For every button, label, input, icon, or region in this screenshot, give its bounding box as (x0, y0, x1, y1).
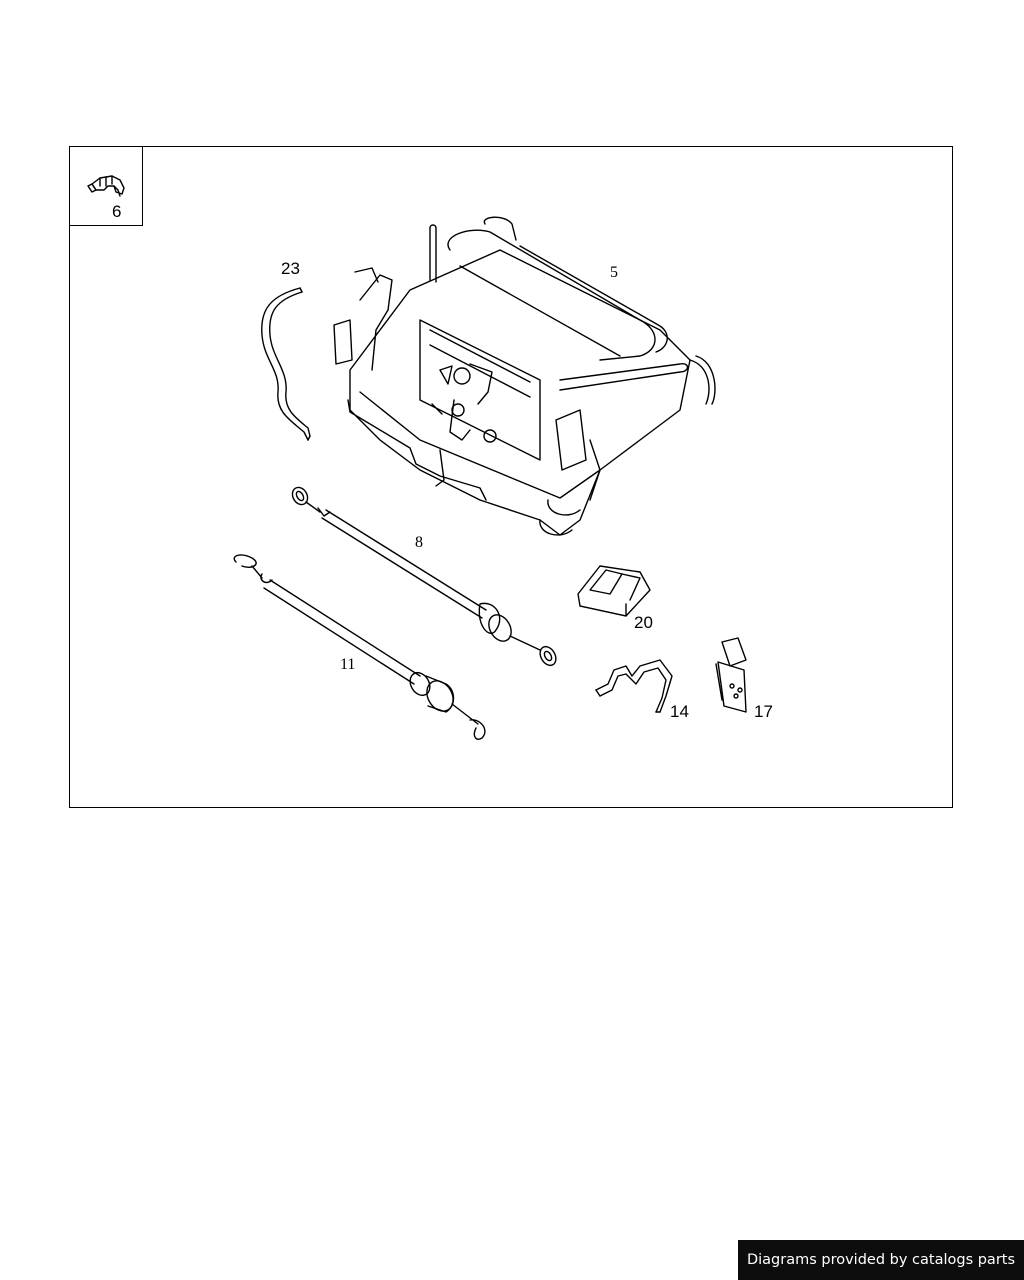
bowden-cable-icon-8 (291, 486, 557, 667)
spring-clip-icon (595, 659, 673, 713)
credit-text: Diagrams provided by catalogs parts (746, 1252, 1016, 1268)
diagram-frame (69, 146, 953, 808)
inset-box (69, 146, 143, 226)
callout-8: 8 (415, 534, 423, 551)
callout-17: 17 (754, 702, 773, 721)
callout-14: 14 (670, 702, 689, 721)
hose-icon (261, 287, 311, 441)
credit-banner: Diagrams provided by catalogs parts (738, 1240, 1024, 1280)
heater-box-assembly-icon (333, 216, 716, 536)
callout-6: 6 (112, 202, 122, 221)
callout-5: 5 (610, 264, 618, 281)
retaining-clip-icon (715, 637, 747, 713)
bowden-cable-icon-11 (233, 554, 486, 740)
cable-holder-icon (577, 565, 651, 617)
callout-11: 11 (340, 656, 356, 673)
connector-clip-icon (87, 175, 125, 197)
callout-20: 20 (634, 613, 653, 632)
callout-23: 23 (281, 259, 300, 278)
